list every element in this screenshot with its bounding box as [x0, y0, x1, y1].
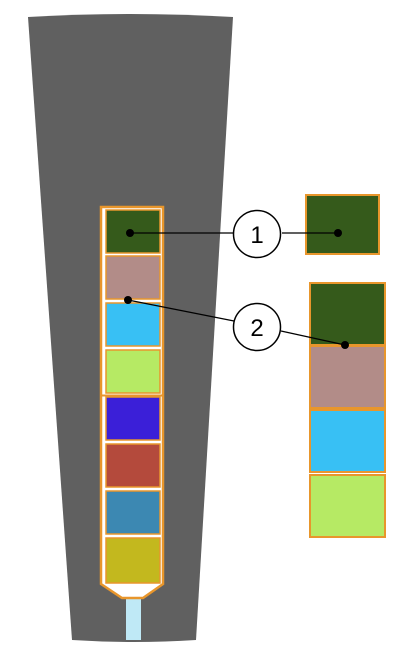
detail-2-stack — [309, 282, 386, 538]
main-stack — [102, 209, 162, 584]
dot-2-main — [124, 296, 132, 304]
dot-1-main — [126, 229, 134, 237]
detail-2-cell — [309, 474, 386, 538]
detail-1-square — [305, 194, 380, 255]
leader-2-left — [127, 299, 235, 322]
callout-2-circle — [232, 302, 282, 352]
cell-lime — [105, 349, 161, 394]
callout-1: 1 — [232, 209, 282, 259]
detail-2-cell — [309, 282, 386, 346]
cell-mustard — [105, 537, 161, 584]
cell-brick-red — [105, 443, 161, 488]
callout-1-label: 1 — [250, 222, 263, 249]
callout-2-label: 2 — [250, 315, 263, 342]
leader-lines — [127, 232, 346, 346]
leader-2-right — [280, 330, 346, 346]
dot-2-detail — [341, 341, 349, 349]
cell-sky-blue — [105, 302, 161, 347]
callout-2: 2 — [232, 302, 282, 352]
cell-steel-blue — [105, 490, 161, 535]
anchor-dots — [124, 229, 349, 349]
nozzle-tip — [126, 596, 141, 640]
dot-1-detail — [334, 229, 342, 237]
callout-1-circle — [232, 209, 282, 259]
cell-mauve — [105, 255, 161, 300]
detail-2-cell — [309, 409, 386, 473]
detail-2-cell — [309, 345, 386, 409]
cell-indigo — [105, 396, 161, 441]
